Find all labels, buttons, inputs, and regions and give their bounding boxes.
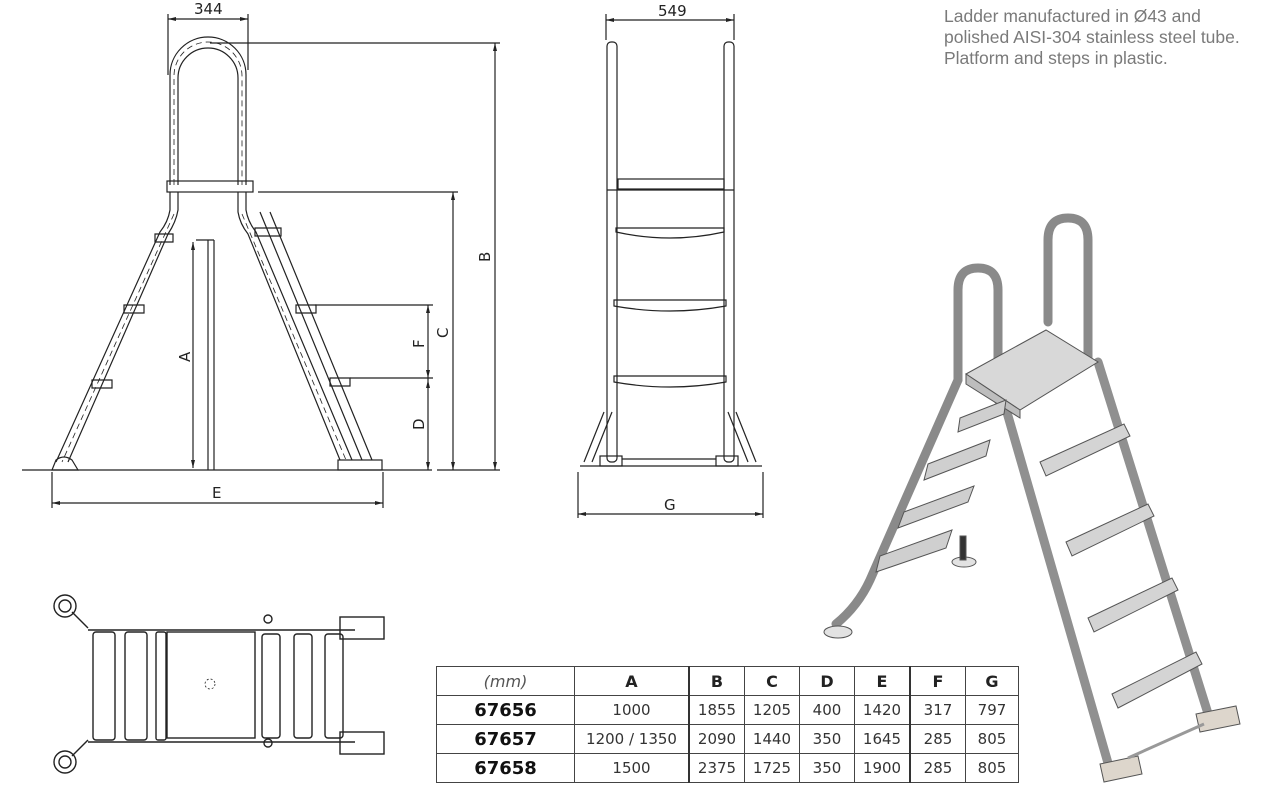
spec-line: polished AISI-304 stainless steel tube. (944, 27, 1240, 47)
column-header-b: B (688, 666, 745, 696)
cell-f: 317 (909, 695, 966, 725)
unit-header: (mm) (436, 666, 575, 696)
cell-b: 2375 (688, 753, 745, 783)
cell-b: 2090 (688, 724, 745, 754)
cell-e: 1900 (854, 753, 911, 783)
cell-d: 350 (799, 724, 855, 754)
column-header-f: F (909, 666, 966, 696)
dim-a-label: A (176, 351, 194, 362)
cell-g: 805 (965, 724, 1019, 754)
dim-e-label: E (212, 484, 221, 502)
dim-549-label: 549 (658, 2, 687, 20)
cell-f: 285 (909, 724, 966, 754)
cell-d: 350 (799, 753, 855, 783)
column-header-g: G (965, 666, 1019, 696)
table-row: 67658 1500 2375 1725 350 1900 285 805 (436, 753, 1019, 783)
top-view-drawing (53, 594, 385, 774)
side-view-drawing: 344 A F C D B E (22, 0, 500, 508)
table-header-row: (mm) A B C D E F G (436, 666, 1019, 696)
dim-g-label: G (664, 496, 676, 514)
cell-e: 1645 (854, 724, 911, 754)
dim-c-label: C (434, 328, 452, 338)
cell-b: 1855 (688, 695, 745, 725)
cell-e: 1420 (854, 695, 911, 725)
cell-a: 1200 / 1350 (574, 724, 690, 754)
table-row: 67657 1200 / 1350 2090 1440 350 1645 285… (436, 724, 1019, 754)
dim-f-label: F (410, 339, 428, 348)
column-header-d: D (799, 666, 855, 696)
column-header-e: E (854, 666, 911, 696)
spec-description: Ladder manufactured in Ø43 and polished … (944, 6, 1280, 69)
model-number: 67658 (436, 753, 575, 783)
cell-f: 285 (909, 753, 966, 783)
cell-d: 400 (799, 695, 855, 725)
cell-c: 1205 (744, 695, 800, 725)
spec-line: Ladder manufactured in Ø43 and (944, 6, 1201, 26)
cell-c: 1725 (744, 753, 800, 783)
cell-a: 1500 (574, 753, 690, 783)
cell-a: 1000 (574, 695, 690, 725)
front-view-drawing: 549 G (577, 2, 764, 518)
cell-g: 797 (965, 695, 1019, 725)
dim-344-label: 344 (194, 0, 223, 18)
column-header-a: A (574, 666, 690, 696)
cell-g: 805 (965, 753, 1019, 783)
model-number: 67656 (436, 695, 575, 725)
dimensions-table: (mm) A B C D E F G 67656 1000 1855 1205 … (436, 666, 1019, 783)
model-number: 67657 (436, 724, 575, 754)
table-row: 67656 1000 1855 1205 400 1420 317 797 (436, 695, 1019, 725)
column-header-c: C (744, 666, 800, 696)
spec-line: Platform and steps in plastic. (944, 48, 1168, 68)
dim-b-label: B (476, 252, 494, 262)
cell-c: 1440 (744, 724, 800, 754)
dim-d-label: D (410, 418, 428, 430)
